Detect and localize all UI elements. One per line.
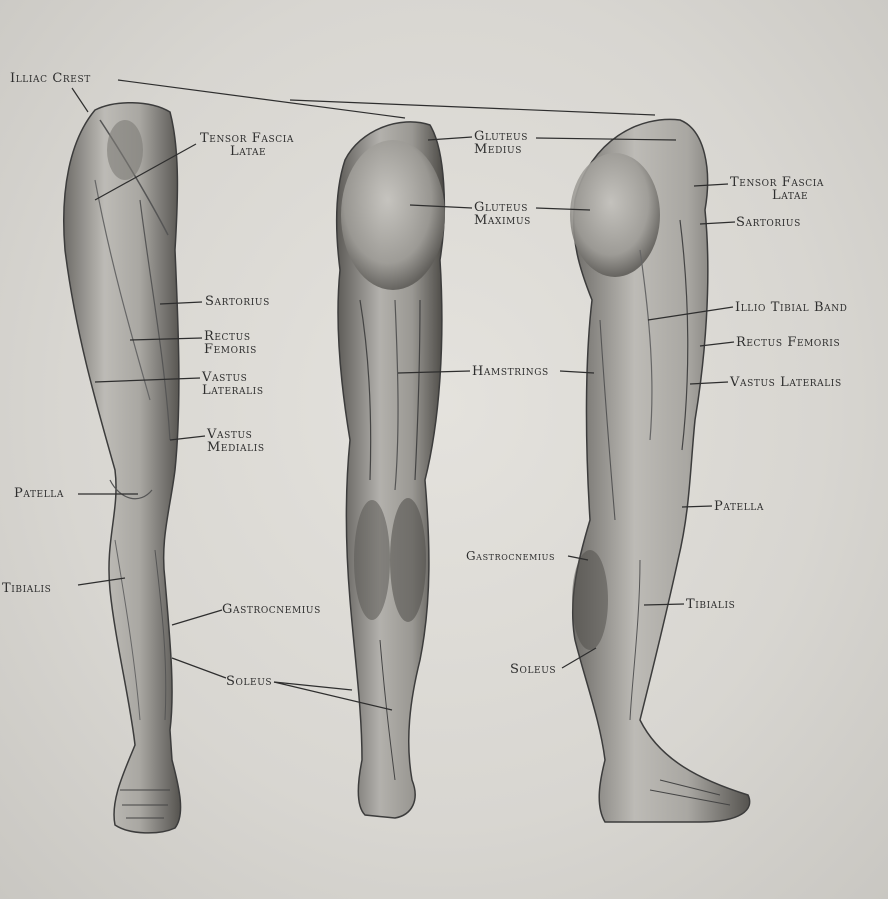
label-illiac-crest: Illiac Crest bbox=[10, 72, 91, 85]
label-tensor-side-line2: Latae bbox=[772, 188, 809, 203]
label-sartorius-side-text: Sartorius bbox=[736, 215, 801, 230]
label-vastus-lateralis-side: Vastus Lateralis bbox=[730, 376, 842, 389]
side-leg bbox=[570, 118, 751, 823]
label-gastroc-front-text: Gastrocnemius bbox=[222, 602, 321, 617]
label-gluteus-medius-line2: Medius bbox=[474, 142, 523, 157]
label-tensor-fascia-front: Tensor Fascia Latae bbox=[200, 132, 294, 158]
label-soleus-front: Soleus bbox=[226, 675, 272, 688]
label-sartorius-front-text: Sartorius bbox=[205, 294, 270, 309]
label-patella-side-text: Patella bbox=[714, 499, 764, 514]
label-vastus-lat-front-line1: Vastus bbox=[202, 370, 248, 385]
label-vastus-lat-side-text: Vastus Lateralis bbox=[730, 375, 842, 390]
label-soleus-front-text: Soleus bbox=[226, 674, 273, 689]
label-vastus-med-line2: Medialis bbox=[207, 440, 265, 455]
back-leg-outline bbox=[336, 121, 446, 819]
label-rectus-front-line2: Femoris bbox=[204, 342, 257, 357]
leader-lines bbox=[71, 79, 736, 711]
label-patella-front-text: Patella bbox=[14, 486, 64, 501]
label-tibialis-front-text: Tibialis bbox=[2, 581, 52, 596]
label-tibialis-side-text: Tibialis bbox=[686, 597, 736, 612]
label-tensor-side-line1: Tensor Fascia bbox=[730, 175, 824, 190]
label-gastroc-side-text: Gastrocnemius bbox=[466, 549, 556, 563]
label-soleus-side: Soleus bbox=[510, 663, 556, 676]
label-sartorius-side: Sartorius bbox=[736, 216, 801, 229]
label-rectus-femoris-side: Rectus Femoris bbox=[736, 336, 840, 349]
label-vastus-medialis: Vastus Medialis bbox=[207, 428, 265, 454]
label-sartorius-front: Sartorius bbox=[205, 295, 270, 308]
label-hamstrings: Hamstrings bbox=[472, 365, 549, 378]
front-leg bbox=[63, 102, 182, 834]
side-gluteus bbox=[570, 153, 660, 277]
label-gastrocnemius-side: Gastrocnemius bbox=[466, 550, 555, 563]
label-tensor-fascia-side: Tensor Fascia Latae bbox=[730, 176, 824, 202]
label-rectus-front-line1: Rectus bbox=[204, 329, 251, 344]
label-hamstrings-text: Hamstrings bbox=[472, 364, 549, 379]
label-rectus-femoris-front: Rectus Femoris bbox=[204, 330, 257, 356]
side-leg-outline bbox=[571, 118, 751, 823]
label-gluteus-maximus: Gluteus Maximus bbox=[474, 201, 531, 227]
label-vastus-lat-front-line2: Lateralis bbox=[202, 383, 264, 398]
label-gluteus-maximus-line1: Gluteus bbox=[474, 200, 528, 215]
label-soleus-side-text: Soleus bbox=[510, 662, 557, 677]
label-gluteus-medius: Gluteus Medius bbox=[474, 130, 528, 156]
label-gluteus-maximus-line2: Maximus bbox=[474, 213, 531, 228]
label-iliotibial-text: Illio Tibial Band bbox=[735, 300, 848, 315]
label-gluteus-medius-line1: Gluteus bbox=[474, 129, 528, 144]
label-gastrocnemius-front: Gastrocnemius bbox=[222, 603, 321, 616]
front-leg-outline bbox=[63, 102, 182, 834]
label-tensor-fascia-front-line1: Tensor Fascia bbox=[200, 131, 294, 146]
label-patella-front: Patella bbox=[14, 487, 64, 500]
back-leg bbox=[336, 121, 446, 819]
label-tensor-fascia-front-line2: Latae bbox=[230, 144, 267, 159]
label-iliotibial-band: Illio Tibial Band bbox=[735, 301, 848, 314]
label-illiac-crest-text: Illiac Crest bbox=[10, 71, 91, 86]
label-tibialis-front: Tibialis bbox=[2, 582, 51, 595]
label-vastus-lateralis-front: Vastus Lateralis bbox=[202, 371, 264, 397]
label-rectus-side-text: Rectus Femoris bbox=[736, 335, 841, 350]
label-tibialis-side: Tibialis bbox=[686, 598, 735, 611]
label-vastus-med-line1: Vastus bbox=[207, 427, 253, 442]
back-gluteus bbox=[341, 140, 445, 290]
label-patella-side: Patella bbox=[714, 500, 764, 513]
